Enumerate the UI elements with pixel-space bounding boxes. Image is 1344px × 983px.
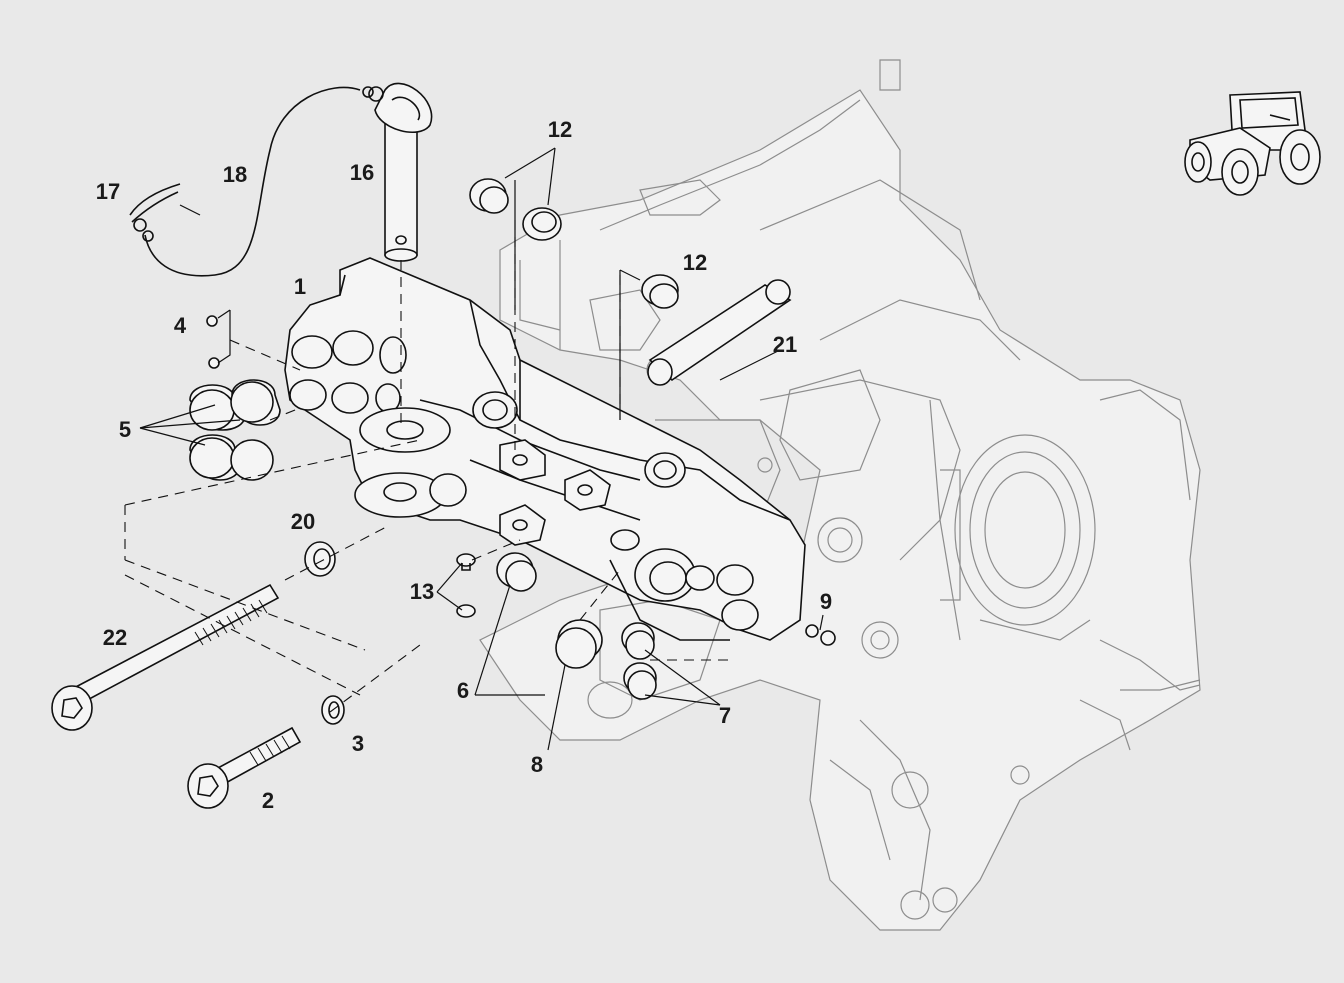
callout-20: 20 (291, 509, 315, 534)
leader-lines (139, 147, 824, 751)
callout-12-top: 12 (548, 117, 572, 142)
washers (304, 541, 345, 725)
callout-8: 8 (531, 752, 543, 777)
pin-part-16 (362, 82, 433, 262)
callout-5: 5 (119, 417, 131, 442)
callout-17: 17 (96, 179, 120, 204)
callout-6: 6 (457, 678, 469, 703)
callout-22: 22 (103, 625, 127, 650)
callout-12-right: 12 (683, 250, 707, 275)
small-plugs-part-4 (206, 315, 220, 369)
callouts: 1 2 3 4 5 6 7 8 9 12 12 13 16 17 18 20 2… (96, 117, 832, 813)
plug-parts-12 (469, 178, 679, 309)
long-bolt-part-22 (51, 583, 280, 731)
callout-2: 2 (262, 788, 274, 813)
callout-1: 1 (294, 274, 306, 299)
callout-18: 18 (223, 162, 247, 187)
callout-13: 13 (410, 579, 434, 604)
callout-21: 21 (773, 332, 797, 357)
tractor-thumbnail (1184, 91, 1321, 196)
callout-16: 16 (350, 160, 374, 185)
lanyard-cable-part-18 (144, 86, 361, 277)
pin-part-21 (647, 279, 792, 386)
callout-7: 7 (719, 703, 731, 728)
small-plugs-part-13 (456, 553, 476, 618)
callout-4: 4 (174, 313, 187, 338)
plug-parts-6-7-8-9 (496, 552, 836, 700)
cap-parts-5 (189, 379, 281, 481)
short-bolt-part-2 (187, 726, 302, 809)
callout-3: 3 (352, 731, 364, 756)
callout-9: 9 (820, 589, 832, 614)
support-bracket (284, 257, 806, 641)
spring-clip-part-17 (129, 183, 181, 242)
